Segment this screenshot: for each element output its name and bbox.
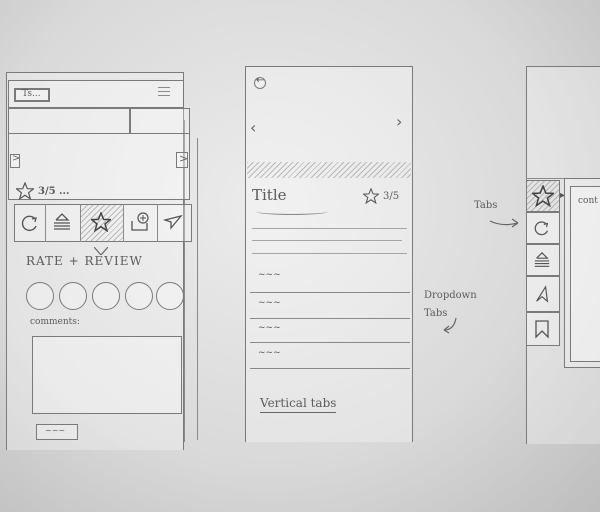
tab-pointer-icon <box>93 240 109 256</box>
dropdown-tab-row[interactable]: ~~~ <box>250 264 410 293</box>
vertical-tab[interactable] <box>526 276 560 312</box>
phone-3-frame <box>526 66 600 444</box>
rate-circle[interactable] <box>125 282 153 310</box>
prev-arrow-icon[interactable]: ‹ <box>250 118 257 137</box>
logo-text: Ts... <box>22 89 41 99</box>
dropdown-note-arrow-icon <box>440 316 460 334</box>
hero-image-divider <box>247 162 411 178</box>
rate-circle[interactable] <box>59 282 87 310</box>
active-tab-caret-icon: ▸ <box>560 190 566 201</box>
phone-1-split-bar-right[interactable] <box>130 108 190 134</box>
dropdown-tab-label: ~~~ <box>258 270 281 280</box>
share-icon[interactable] <box>129 211 151 233</box>
vertical-tab[interactable] <box>526 180 560 212</box>
vertical-tabs-label: Vertical tabs <box>260 396 337 413</box>
phone-1-tab-bar <box>14 204 192 242</box>
refresh-icon[interactable] <box>20 213 40 233</box>
tab-content-inner <box>570 186 600 362</box>
tabs-note-arrow-icon <box>488 214 520 228</box>
layers-icon[interactable] <box>533 250 551 270</box>
dropdown-note-line-2: Tabs <box>424 308 448 319</box>
comments-textarea[interactable] <box>32 336 182 414</box>
subtitle-scribble <box>256 208 328 215</box>
vertical-tab[interactable] <box>526 212 560 244</box>
star-icon[interactable] <box>89 211 113 233</box>
vertical-tab[interactable] <box>526 244 560 276</box>
image-carousel <box>8 134 190 200</box>
phone-1-split-bar-left[interactable] <box>8 108 130 134</box>
content-label: cont <box>578 196 598 206</box>
phone-1-right-edge-extension <box>197 138 199 440</box>
detail-rating-star-icon <box>361 187 381 205</box>
refresh-icon[interactable] <box>533 219 551 237</box>
dropdown-tab-label: ~~~ <box>258 298 281 308</box>
dropdown-tab-row[interactable]: ~~~ <box>250 318 410 343</box>
detail-title: Title <box>252 186 287 204</box>
submit-button[interactable]: ~~~ <box>36 424 78 440</box>
tabs-note: Tabs <box>474 200 498 211</box>
dropdown-note: Dropdown <box>424 290 477 301</box>
back-button[interactable]: ← <box>254 75 266 89</box>
phone-1-right-edge <box>184 120 186 442</box>
next-arrow-icon[interactable]: › <box>396 112 403 131</box>
send-icon[interactable] <box>162 212 183 232</box>
dropdown-tab-row[interactable]: ~~~ <box>250 292 410 319</box>
dropdown-tab-label: ~~~ <box>258 348 281 358</box>
rate-circle[interactable] <box>156 282 184 310</box>
phone-1-frame <box>6 72 184 450</box>
detail-rating-text: 3/5 <box>383 191 400 202</box>
phone-1-header <box>8 80 184 108</box>
tab-active-highlight <box>81 205 123 241</box>
rating-star-icon <box>14 181 36 201</box>
vertical-tab[interactable] <box>526 312 560 346</box>
rating-text: 3/5 ... <box>38 186 70 197</box>
star-icon[interactable] <box>530 184 556 208</box>
dropdown-tab-label: ~~~ <box>258 323 281 333</box>
comments-label: comments: <box>30 317 80 327</box>
submit-button-label: ~~~ <box>45 426 66 435</box>
hamburger-menu-icon[interactable] <box>158 86 170 98</box>
carousel-prev-button[interactable]: > <box>10 153 20 168</box>
logo[interactable]: Ts... <box>14 88 50 102</box>
carousel-next-button[interactable]: > <box>176 152 188 168</box>
navigation-icon[interactable] <box>533 284 551 304</box>
dropdown-tab-row[interactable]: ~~~ <box>250 342 410 369</box>
rate-circle[interactable] <box>26 282 54 310</box>
phone-2-frame <box>245 66 413 442</box>
section-title: RATE + REVIEW <box>26 254 143 268</box>
rate-circle[interactable] <box>92 282 120 310</box>
layers-icon[interactable] <box>52 212 72 232</box>
bookmark-icon[interactable] <box>534 319 550 339</box>
